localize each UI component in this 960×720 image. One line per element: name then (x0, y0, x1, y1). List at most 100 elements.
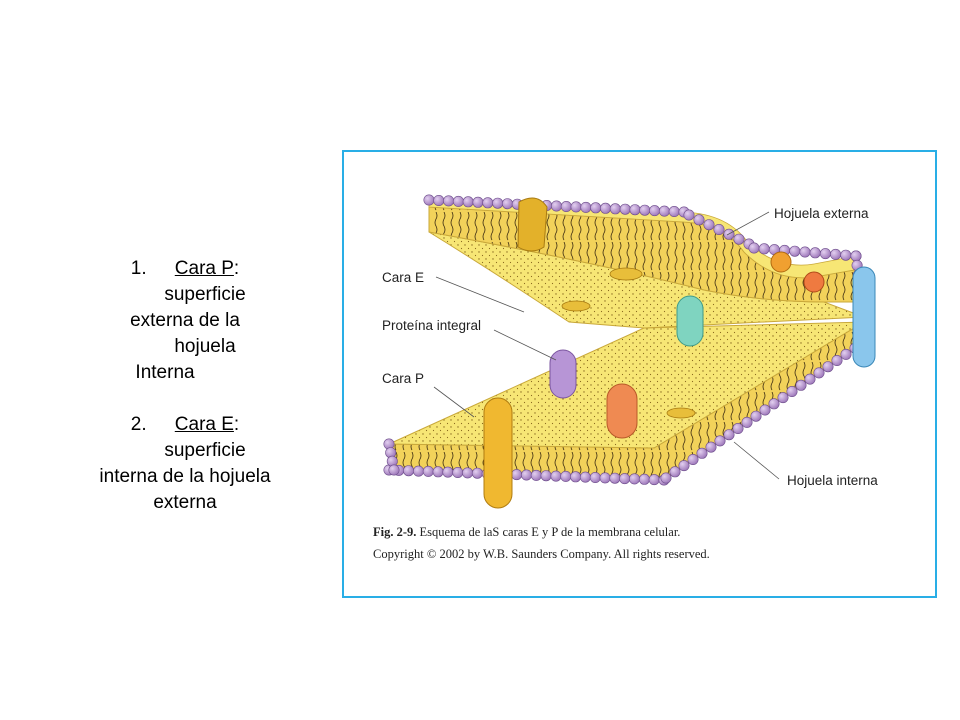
lipid-head (619, 203, 631, 215)
protein-blue (852, 266, 876, 368)
lipid-head (723, 429, 735, 441)
lipid-head (759, 404, 771, 416)
lipid-head (638, 473, 650, 485)
lipid-head (589, 471, 601, 483)
lipid-head (714, 435, 726, 447)
lipid-head (809, 247, 821, 259)
definition-heading: 2. Cara E: (60, 412, 310, 438)
lipid-head (703, 219, 715, 231)
lipid-head (482, 197, 494, 209)
lipid-head (813, 367, 825, 379)
definition-line: externa (153, 492, 217, 513)
lipid-head (795, 379, 807, 391)
lipid-head (540, 470, 552, 482)
lipid-head (551, 200, 563, 212)
pointer-line (433, 386, 475, 418)
lipid-head (560, 200, 572, 212)
lipid-head (423, 194, 435, 206)
lipid-head (768, 398, 780, 410)
lipid-head (741, 416, 753, 428)
lipid-head (830, 248, 842, 260)
lipid-head (696, 447, 708, 459)
lipid-head (669, 466, 681, 478)
lipid-head (599, 472, 611, 484)
label-cara-p: Cara P (382, 371, 424, 386)
lipid-head (432, 466, 444, 478)
lipid-head (758, 243, 770, 255)
lipid-head (822, 361, 834, 373)
lipid-head (799, 246, 811, 258)
pointer-line (435, 276, 525, 313)
lipid-head (560, 470, 572, 482)
lipid-head (713, 224, 725, 236)
definition-line: externa de la (130, 310, 240, 331)
lipid-head (693, 214, 705, 226)
lipid-head (413, 465, 425, 477)
lipid-head (648, 474, 660, 486)
membrane-diagram: Hojuela externa Cara E Proteína integral… (373, 194, 878, 561)
lipid-head (388, 464, 400, 476)
lipid-head (443, 195, 455, 207)
lipid-head (502, 198, 514, 210)
list-number: 1. (130, 258, 147, 279)
label-hojuela-externa: Hojuela externa (774, 206, 869, 221)
protein-purple (549, 349, 577, 399)
lipid-head (530, 469, 542, 481)
list-number: 2. (130, 414, 147, 435)
lipid-head (660, 472, 672, 484)
pointer-line (726, 211, 770, 236)
lipid-head (570, 471, 582, 483)
lipid-head (733, 233, 745, 245)
lipid-head (471, 467, 483, 479)
lipid-head (678, 460, 690, 472)
lipid-head (590, 202, 602, 214)
lipid-head (619, 473, 631, 485)
lipid-head (422, 465, 434, 477)
protein-orange (606, 383, 638, 439)
lipid-head (840, 348, 852, 360)
lipid-head (452, 195, 464, 207)
lipid-head (609, 203, 621, 215)
lipid-head (599, 202, 611, 214)
lipid-head (629, 204, 641, 216)
lipid-head (521, 469, 533, 481)
definition-heading: 1.Cara P: (60, 256, 310, 282)
lipid-head (786, 386, 798, 398)
term-colon: : (233, 414, 240, 435)
lipid-head (628, 473, 640, 485)
pointer-line (733, 441, 780, 480)
lipid-head (658, 205, 670, 217)
protein-scar (666, 407, 696, 419)
lipid-head (789, 245, 801, 257)
lipid-head (668, 205, 680, 217)
lipid-head (777, 392, 789, 404)
figure-caption: Fig. 2-9. Esquema de laS caras E y P de … (373, 525, 680, 539)
lipid-head (442, 466, 454, 478)
lipid-head (403, 465, 415, 477)
term-cara-p: Cara P (174, 258, 234, 279)
protein-scar (609, 267, 643, 281)
lipid-head (687, 453, 699, 465)
label-proteina-integral: Proteína integral (382, 318, 481, 333)
definition-line: superficie (164, 440, 246, 461)
definition-line: superficie (164, 284, 246, 305)
lipid-head (570, 201, 582, 213)
lipid-head (472, 196, 484, 208)
lipid-head (579, 471, 591, 483)
label-hojuela-interna: Hojuela interna (787, 473, 878, 488)
definition-line: hojuela (174, 336, 236, 357)
lipid-head (462, 196, 474, 208)
lipid-head (750, 410, 762, 422)
protein-scar (561, 300, 591, 312)
protein-red-small (803, 271, 825, 293)
lipid-head (804, 373, 816, 385)
lipid-head (748, 242, 760, 254)
term-cara-e: Cara E (174, 414, 234, 435)
lipid-head (433, 194, 445, 206)
label-cara-e: Cara E (382, 270, 424, 285)
lipid-head (649, 205, 661, 217)
protein-teal (676, 295, 704, 347)
lipid-head (831, 355, 843, 367)
figure-copyright: Copyright © 2002 by W.B. Saunders Compan… (373, 547, 710, 561)
lipid-head (732, 422, 744, 434)
